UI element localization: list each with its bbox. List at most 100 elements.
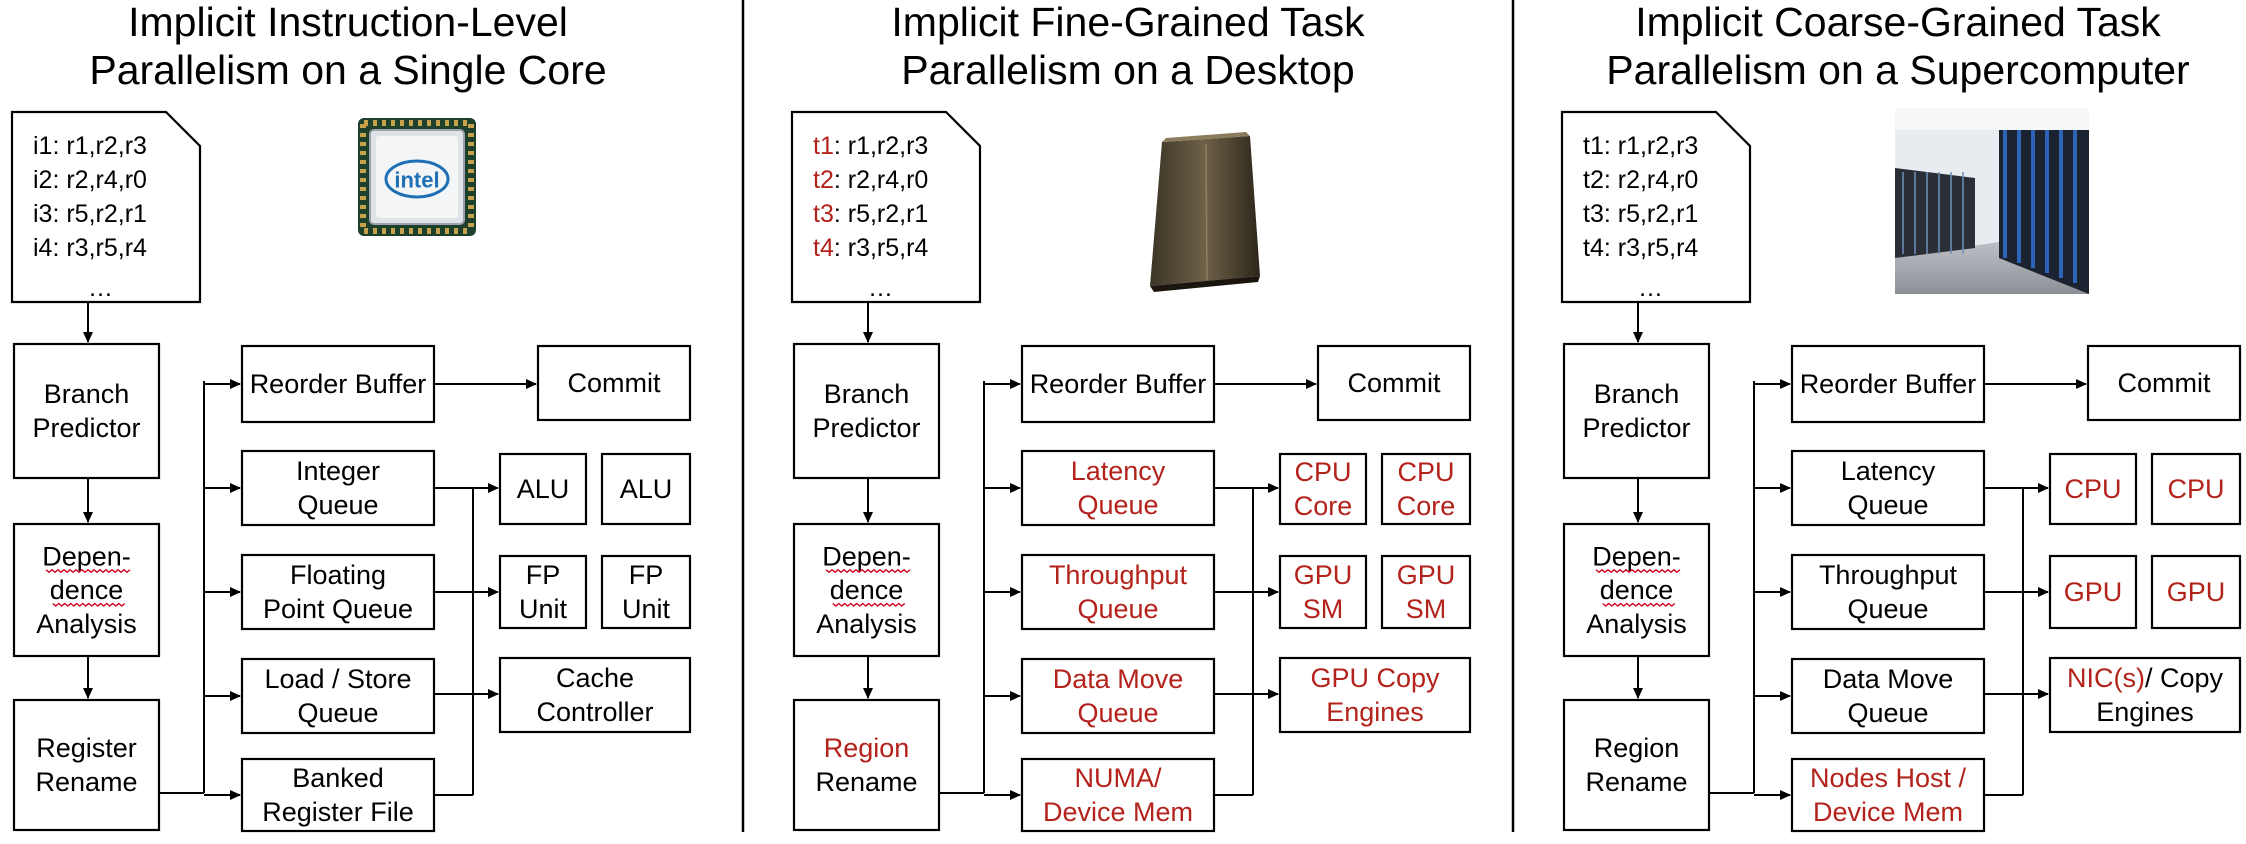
box-data-move-queue-line: Data Move bbox=[1823, 664, 1954, 694]
code-operands: : r1,r2,r3 bbox=[1604, 132, 1698, 160]
box-alu: ALU bbox=[498, 452, 588, 526]
box-dependence-analysis-line: Analysis bbox=[816, 609, 917, 639]
panel-supercomputer: Implicit Coarse-Grained TaskParallelism … bbox=[1560, 0, 2242, 833]
panel-title-line: Implicit Instruction-Level bbox=[128, 0, 568, 45]
box-alu-line: ALU bbox=[620, 474, 673, 504]
box-data-move-queue-line: Queue bbox=[1077, 698, 1158, 728]
box-commit-line: Commit bbox=[2118, 368, 2211, 398]
box-nic-copy-engines-line: Engines bbox=[2096, 697, 2194, 727]
code-operands: : r3,r5,r4 bbox=[1604, 234, 1699, 262]
spellcheck-squiggle bbox=[1602, 602, 1676, 607]
box-fp-unit-line: Unit bbox=[622, 594, 671, 624]
box-dependence-analysis-line: dence bbox=[1600, 575, 1674, 605]
box-gpu-copy-engines-line: GPU Copy bbox=[1310, 663, 1440, 693]
box-gpu-sm-line: SM bbox=[1303, 594, 1344, 624]
box-dependence-analysis-line: dence bbox=[830, 575, 904, 605]
box-cache-controller-line: Cache bbox=[556, 663, 634, 693]
code-line: t1: r1,r2,r3 bbox=[1583, 132, 1698, 160]
box-commit-line: Commit bbox=[568, 368, 661, 398]
box-cache-controller-line: Controller bbox=[536, 697, 653, 727]
box-data-move-queue-line: Queue bbox=[1847, 698, 1928, 728]
code-line: i4: r3,r5,r4 bbox=[33, 234, 147, 262]
box-nodes-host-device-mem-line: Nodes Host / bbox=[1810, 763, 1967, 793]
panel-title-line: Parallelism on a Supercomputer bbox=[1606, 47, 2189, 93]
box-throughput-queue-line: Throughput bbox=[1819, 560, 1958, 590]
panel-title-line: Parallelism on a Desktop bbox=[901, 47, 1354, 93]
box-cpu-core: CPU Core bbox=[1380, 452, 1472, 526]
box-reorder-buffer-line: Reorder Buffer bbox=[1800, 369, 1977, 399]
code-line: i1: r1,r2,r3 bbox=[33, 132, 147, 160]
code-operands: : r2,r4,r0 bbox=[834, 166, 928, 194]
box-integer-queue-line: Queue bbox=[297, 490, 378, 520]
box-integer-queue-line: Integer bbox=[296, 456, 380, 486]
box-throughput-queue-line: Queue bbox=[1077, 594, 1158, 624]
spellcheck-squiggle bbox=[832, 602, 906, 607]
code-label: t4 bbox=[813, 234, 834, 262]
box-branch-predictor-line: Branch bbox=[1594, 379, 1680, 409]
box-nic-copy-engines-line: NIC(s)/ Copy bbox=[2067, 663, 2224, 693]
code-ellipsis: … bbox=[88, 274, 113, 302]
box-throughput-queue-line: Throughput bbox=[1049, 560, 1188, 590]
box-cpu-core-line: Core bbox=[1397, 491, 1456, 521]
spellcheck-squiggle bbox=[52, 602, 126, 607]
code-line: t3: r5,r2,r1 bbox=[1583, 200, 1698, 228]
box-nodes-host-device-mem-line: Device Mem bbox=[1813, 797, 1963, 827]
spellcheck-squiggle bbox=[825, 568, 911, 574]
box-data-move-queue-line: Data Move bbox=[1053, 664, 1184, 694]
box-region-rename-line: Rename bbox=[1585, 767, 1687, 797]
code-label: t2 bbox=[1583, 166, 1604, 194]
code-operands: : r5,r2,r1 bbox=[1604, 200, 1698, 228]
code-operands: : r1,r2,r3 bbox=[52, 132, 146, 160]
code-label: i4 bbox=[33, 234, 53, 262]
box-latency-queue-line: Latency bbox=[1071, 456, 1166, 486]
box-region-rename-line: Rename bbox=[815, 767, 917, 797]
box-load-store-queue-line: Queue bbox=[297, 698, 378, 728]
nic-copy-segment: / Copy bbox=[2145, 663, 2224, 693]
box-dependence-analysis-line: Analysis bbox=[36, 609, 137, 639]
intel-logo-text: intel bbox=[394, 168, 439, 193]
box-gpu: GPU bbox=[2150, 554, 2242, 630]
code-operands: : r3,r5,r4 bbox=[834, 234, 929, 262]
code-line: t1: r1,r2,r3 bbox=[813, 132, 928, 160]
box-commit: Commit bbox=[1316, 344, 1472, 422]
panel-title-line: Implicit Coarse-Grained Task bbox=[1635, 0, 2161, 45]
box-branch-predictor-line: Branch bbox=[824, 379, 910, 409]
box-alu-line: ALU bbox=[517, 474, 570, 504]
code-line: t4: r3,r5,r4 bbox=[813, 234, 928, 262]
code-line: t2: r2,r4,r0 bbox=[813, 166, 928, 194]
box-numa-device-mem-line: Device Mem bbox=[1043, 797, 1193, 827]
box-dependence-analysis-line: Analysis bbox=[1586, 609, 1687, 639]
box-cpu-core-line: CPU bbox=[1397, 457, 1454, 487]
box-commit: Commit bbox=[536, 344, 692, 422]
box-region-rename-line: Region bbox=[824, 733, 910, 763]
box-reorder-buffer: Reorder Buffer bbox=[240, 344, 436, 424]
intel-chip-image: intel bbox=[358, 118, 476, 236]
panel-title-line: Implicit Fine-Grained Task bbox=[891, 0, 1365, 45]
code-operands: : r2,r4,r0 bbox=[52, 166, 146, 194]
desktop-workstation-image bbox=[1150, 132, 1260, 292]
box-nodes-host-device-mem: Nodes Host / Device Mem bbox=[1790, 757, 1986, 833]
box-cpu-core-line: CPU bbox=[1294, 457, 1351, 487]
panel-title-line: Parallelism on a Single Core bbox=[89, 47, 606, 93]
box-cpu: CPU bbox=[2048, 452, 2138, 526]
